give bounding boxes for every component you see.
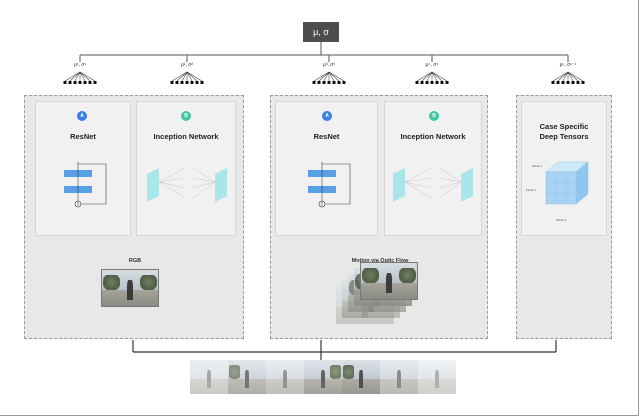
inception-card-rgb: B Inception Network — [136, 101, 236, 236]
rgb-stream-group: A ResNet B Inception Network RGB — [24, 95, 244, 339]
inception-module-diagram — [393, 167, 473, 202]
inception-module-diagram — [147, 167, 227, 202]
tensor-mode-label: Mode 1 — [526, 188, 537, 192]
param-fan-lines — [63, 71, 585, 84]
resnet-block-diagram — [308, 162, 351, 208]
card-title-line1: Case Specific — [539, 122, 589, 131]
tensor-mode-label: Mode 3 — [556, 218, 567, 222]
badge-a: A — [77, 111, 87, 121]
param-label-4: μ⁴, σ⁴ — [425, 62, 439, 68]
badge-b: B — [181, 111, 191, 121]
card-title: ResNet — [313, 132, 340, 141]
card-title-line2: Deep Tensors — [539, 132, 589, 141]
inception-card-flow: B Inception Network — [384, 101, 482, 236]
stream-label-flow: Motion via Optic Flow — [351, 258, 409, 264]
card-title: Inception Network — [153, 132, 219, 141]
card-title: Inception Network — [400, 132, 466, 141]
param-label-2: μ², σ² — [180, 62, 194, 68]
resnet-card-flow: A ResNet — [275, 101, 378, 236]
badge-b: B — [429, 111, 439, 121]
param-label-5: μⁿ, σⁿ⁻¹ — [559, 62, 577, 68]
card-title: ResNet — [70, 132, 96, 141]
badge-a: A — [322, 111, 332, 121]
deep-tensor-card: Case Specific Deep Tensors Mode 3 Mode 1… — [521, 101, 607, 236]
optic-flow-stream-group: A ResNet B Inception Network Motion via … — [270, 95, 488, 339]
param-label-3: μ³, σ³ — [322, 62, 336, 68]
rgb-frame-image — [101, 269, 159, 307]
resnet-card-rgb: A ResNet — [35, 101, 131, 236]
stream-label-rgb: RGB — [128, 258, 142, 264]
tensor-cube-icon — [545, 161, 589, 205]
deep-tensor-group: Case Specific Deep Tensors Mode 3 Mode 1… — [516, 95, 612, 339]
param-label-1: μ¹, σ¹ — [73, 62, 87, 68]
resnet-block-diagram — [64, 162, 107, 208]
tensor-mode-label: Mode 2 — [532, 164, 543, 168]
root-node: μ, σ — [303, 22, 339, 42]
